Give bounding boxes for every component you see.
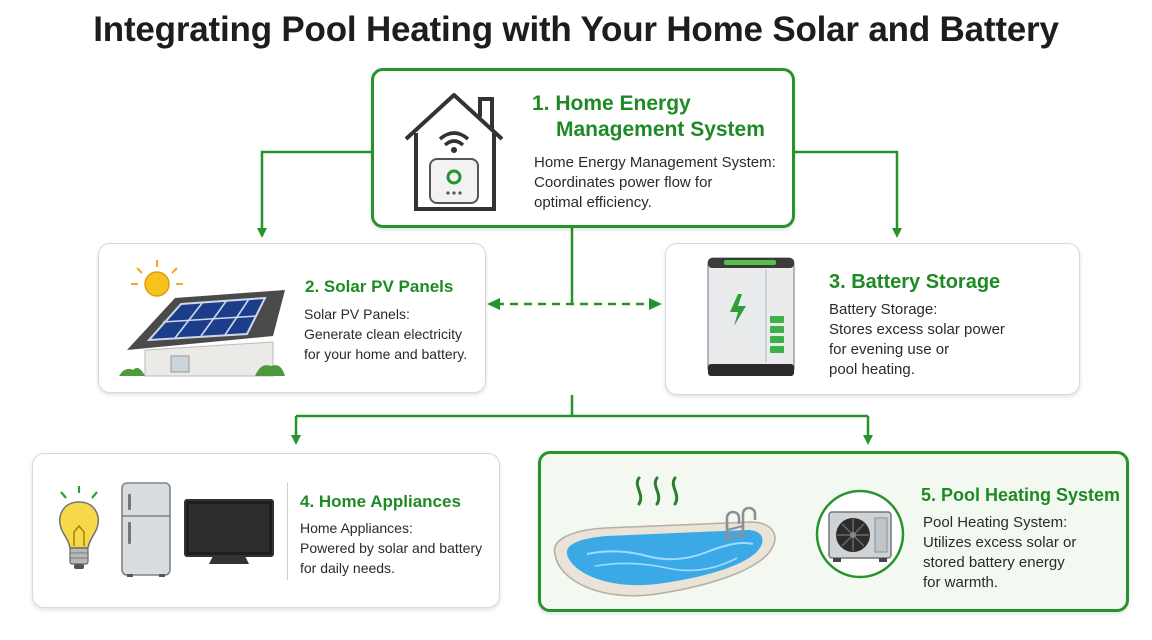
node-solar-pv-panels: 2. Solar PV Panels Solar PV Panels: Gene… (98, 243, 486, 393)
description-line: for daily needs. (300, 560, 395, 576)
description-line: Coordinates power flow for (534, 174, 713, 191)
description-line: Stores excess solar power (829, 321, 1005, 338)
node-home-appliances: 4. Home Appliances Home Appliances: Powe… (32, 453, 500, 608)
solar-roof-icon (119, 260, 285, 377)
description-line: Generate clean electricity (304, 326, 462, 342)
title-line: Management System (556, 118, 765, 141)
heat-pump-icon (815, 489, 905, 579)
description-line: for your home and battery. (304, 346, 468, 362)
description-line: Solar PV Panels: (304, 306, 410, 322)
swimming-pool-icon (553, 476, 776, 597)
node-home-energy-management: 1. Home Energy Management System Home En… (371, 68, 795, 228)
refrigerator-icon (121, 482, 171, 577)
television-icon (184, 499, 274, 564)
description-line: for evening use or (829, 341, 950, 358)
node-description: Home Energy Management System: Coordinat… (534, 153, 794, 213)
node-title: 3. Battery Storage (829, 271, 1001, 293)
description-line: Battery Storage: (829, 301, 938, 318)
node-title: 5. Pool Heating System (921, 485, 1121, 505)
description-line: Powered by solar and battery (300, 540, 483, 556)
description-line: Home Energy Management System: (534, 154, 776, 171)
description-line: Home Appliances: (300, 520, 413, 536)
node-pool-heating-system: 5. Pool Heating System Pool Heating Syst… (538, 451, 1129, 612)
node-description: Home Appliances: Powered by solar and ba… (300, 518, 495, 578)
node-title: 1. Home Energy Management System (532, 91, 765, 143)
description-line: stored battery energy (923, 554, 1065, 571)
node-description: Pool Heating System: Utilizes excess sol… (923, 513, 1123, 593)
title-line: 1. Home Energy (532, 92, 691, 115)
description-line: pool heating. (829, 361, 915, 378)
divider (287, 482, 288, 580)
description-line: optimal efficiency. (534, 194, 652, 211)
node-description: Battery Storage: Stores excess solar pow… (829, 300, 1029, 380)
home-battery-icon (707, 257, 795, 376)
smart-home-hub-icon (404, 93, 504, 211)
node-title: 2. Solar PV Panels (305, 277, 454, 296)
page-title: Integrating Pool Heating with Your Home … (93, 10, 1059, 49)
description-line: Utilizes excess solar or (923, 534, 1077, 551)
node-description: Solar PV Panels: Generate clean electric… (304, 304, 484, 364)
node-battery-storage: 3. Battery Storage Battery Storage: Stor… (665, 243, 1080, 395)
node-title: 4. Home Appliances (300, 492, 461, 511)
light-bulb-icon (59, 486, 99, 569)
description-line: Pool Heating System: (923, 514, 1068, 531)
description-line: for warmth. (923, 574, 999, 591)
